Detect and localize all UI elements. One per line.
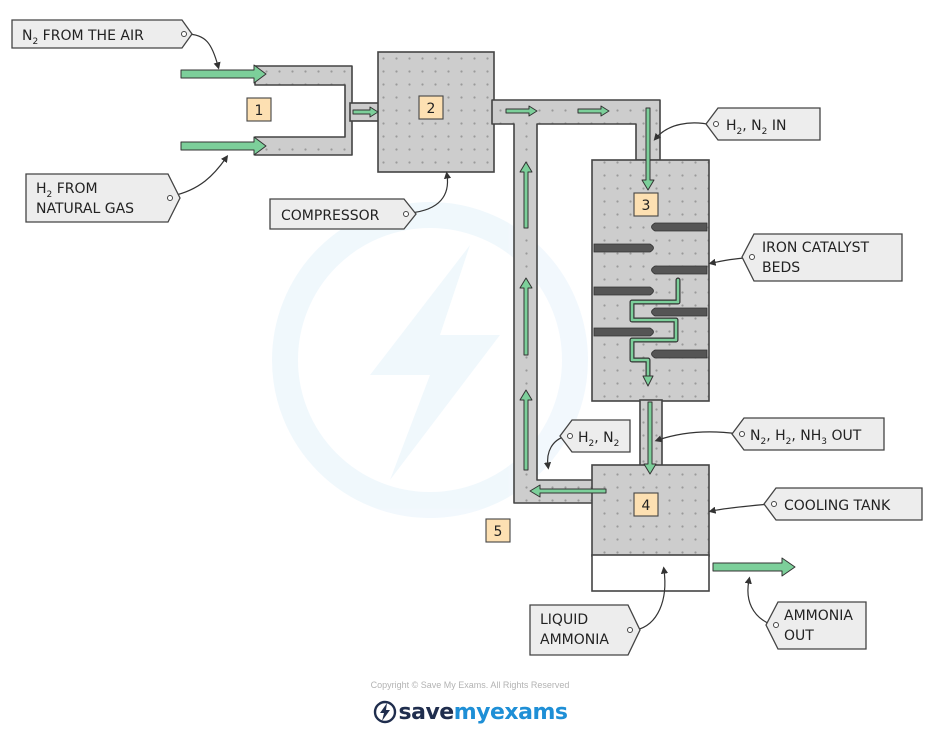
svg-text:5: 5 <box>494 524 503 540</box>
label-n2-from-air: N2 FROM THE AIR <box>11 19 193 49</box>
svg-text:1: 1 <box>255 103 264 119</box>
h2-input-arrow <box>180 136 267 156</box>
svg-text:AMMONIA: AMMONIA <box>784 608 853 624</box>
label-h2-from-natural-gas: H2 FROM NATURAL GAS <box>25 173 181 223</box>
label-ammonia-out: AMMONIA OUT <box>765 601 867 650</box>
brand-save: save <box>398 700 455 725</box>
label-h2-n2-in: H2, N2 IN <box>705 107 821 141</box>
svg-text:LIQUID: LIQUID <box>540 612 588 628</box>
step-number-3: 3 <box>633 192 659 217</box>
svg-text:COOLING TANK: COOLING TANK <box>784 498 891 514</box>
label-h2-n2-recycle: H2, N2 <box>559 419 631 453</box>
svg-text:AMMONIA: AMMONIA <box>540 632 609 648</box>
watermark-bolt-icon <box>272 202 588 518</box>
step-number-5: 5 <box>485 518 511 543</box>
svg-text:H2 FROM: H2 FROM <box>36 181 98 200</box>
step-number-1: 1 <box>246 97 272 122</box>
svg-text:4: 4 <box>642 498 651 514</box>
brand-exams: exams <box>489 700 568 725</box>
step-number-4: 4 <box>633 492 659 517</box>
svg-text:3: 3 <box>642 198 651 214</box>
label-compressor: COMPRESSOR <box>269 198 417 230</box>
ammonia-out-arrow <box>712 557 796 577</box>
iron-catalyst-beds <box>593 222 708 359</box>
brand-my: my <box>453 700 491 725</box>
svg-text:N2 FROM THE AIR: N2 FROM THE AIR <box>22 28 144 47</box>
svg-text:OUT: OUT <box>784 628 814 644</box>
svg-text:N2, H2, NH3 OUT: N2, H2, NH3 OUT <box>750 428 862 447</box>
svg-text:H2, N2 IN: H2, N2 IN <box>726 118 786 137</box>
label-n2-h2-nh3-out: N2, H2, NH3 OUT <box>731 417 885 451</box>
liquid-ammonia-section <box>591 554 710 592</box>
svg-text:BEDS: BEDS <box>762 260 800 276</box>
catalyst-flow-path <box>629 277 681 387</box>
label-cooling-tank: COOLING TANK <box>763 487 923 521</box>
brand-logo: savemyexams <box>0 700 940 725</box>
flow-arrows <box>180 64 796 577</box>
n2-input-arrow <box>180 64 267 84</box>
label-iron-catalyst-beds: IRON CATALYST BEDS <box>741 233 903 282</box>
svg-text:IRON CATALYST: IRON CATALYST <box>762 240 869 256</box>
svg-text:H2, N2: H2, N2 <box>578 430 619 449</box>
svg-text:2: 2 <box>427 101 436 117</box>
copyright-notice: Copyright © Save My Exams. All Rights Re… <box>370 680 570 690</box>
label-liquid-ammonia: LIQUID AMMONIA <box>529 604 641 656</box>
svg-text:NATURAL GAS: NATURAL GAS <box>36 201 134 217</box>
svg-text:COMPRESSOR: COMPRESSOR <box>281 208 380 224</box>
lightning-bolt-icon <box>373 700 396 724</box>
step-number-2: 2 <box>418 95 444 120</box>
